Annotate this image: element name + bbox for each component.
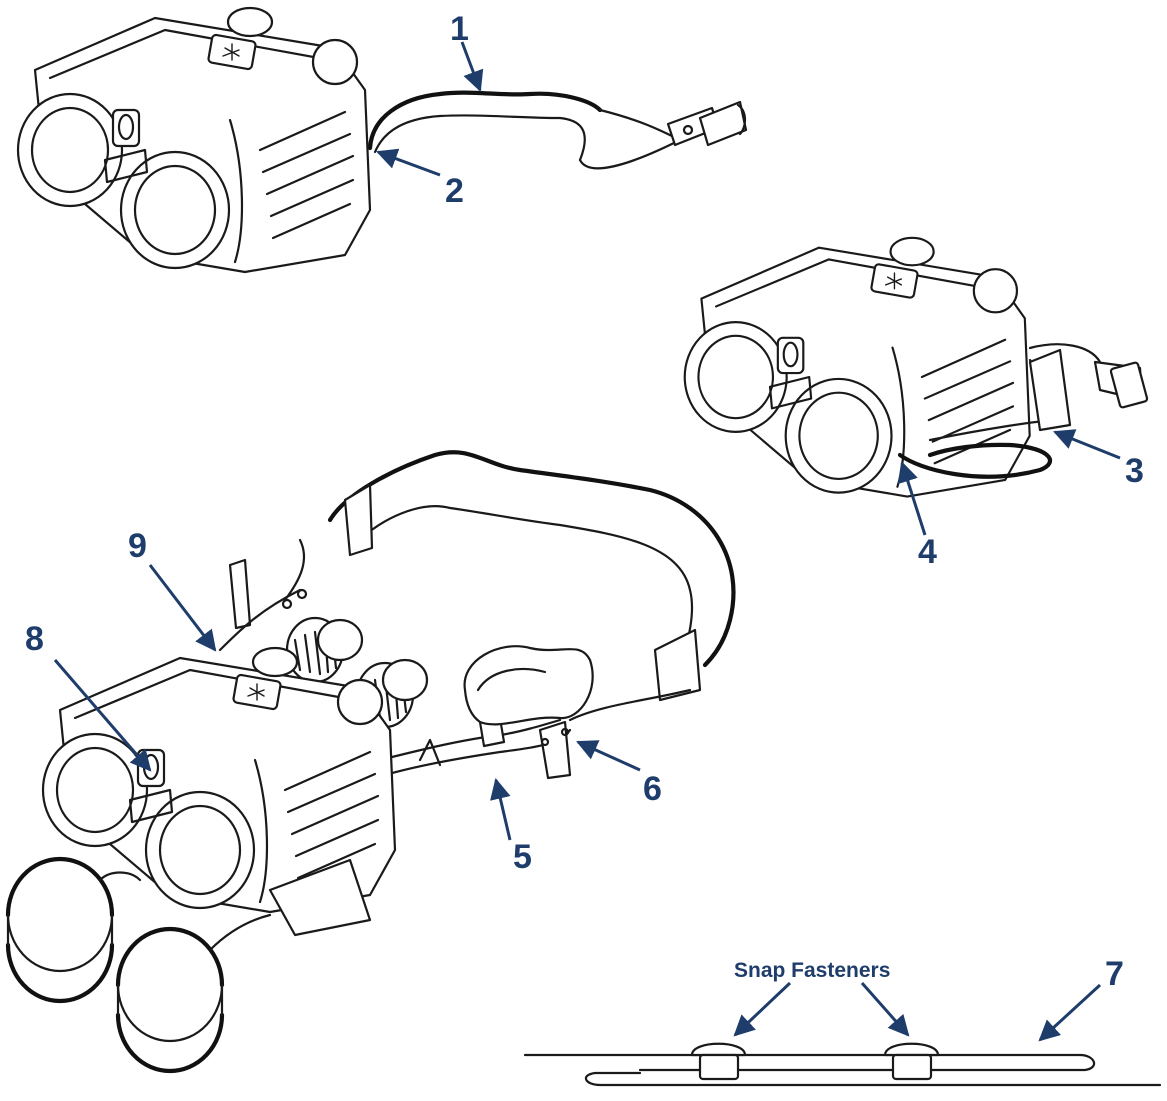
callout-labels: 1 2 3 4 5 6 7 8 9 Snap Fasteners [25, 10, 1144, 993]
callout-5: 5 [513, 838, 532, 876]
neck-strap [367, 90, 603, 151]
callout-arrows [53, 41, 1121, 1042]
lens-cap-left [8, 859, 112, 1001]
head-harness-band [327, 450, 736, 668]
callout-9: 9 [128, 527, 147, 565]
callout-8: 8 [25, 620, 44, 658]
callout-2: 2 [445, 172, 464, 210]
lens-cap-right [118, 929, 222, 1071]
hand-strap [897, 442, 1052, 479]
snap-fasteners-label: Snap Fasteners [734, 959, 890, 982]
binocular-with-hand-strap [683, 236, 1031, 498]
callout-3: 3 [1125, 452, 1144, 490]
callout-6: 6 [643, 770, 662, 808]
snap-fastener-detail [523, 1042, 1162, 1087]
callout-4: 4 [918, 533, 937, 571]
callout-1: 1 [450, 10, 469, 48]
neck-strap-lower-edge [373, 114, 586, 162]
forehead-pad [463, 645, 594, 726]
binocular-with-neck-strap [16, 6, 372, 274]
callout-7: 7 [1105, 955, 1124, 993]
rear-eyepieces [285, 616, 429, 729]
binocular-with-head-harness [8, 450, 736, 1071]
